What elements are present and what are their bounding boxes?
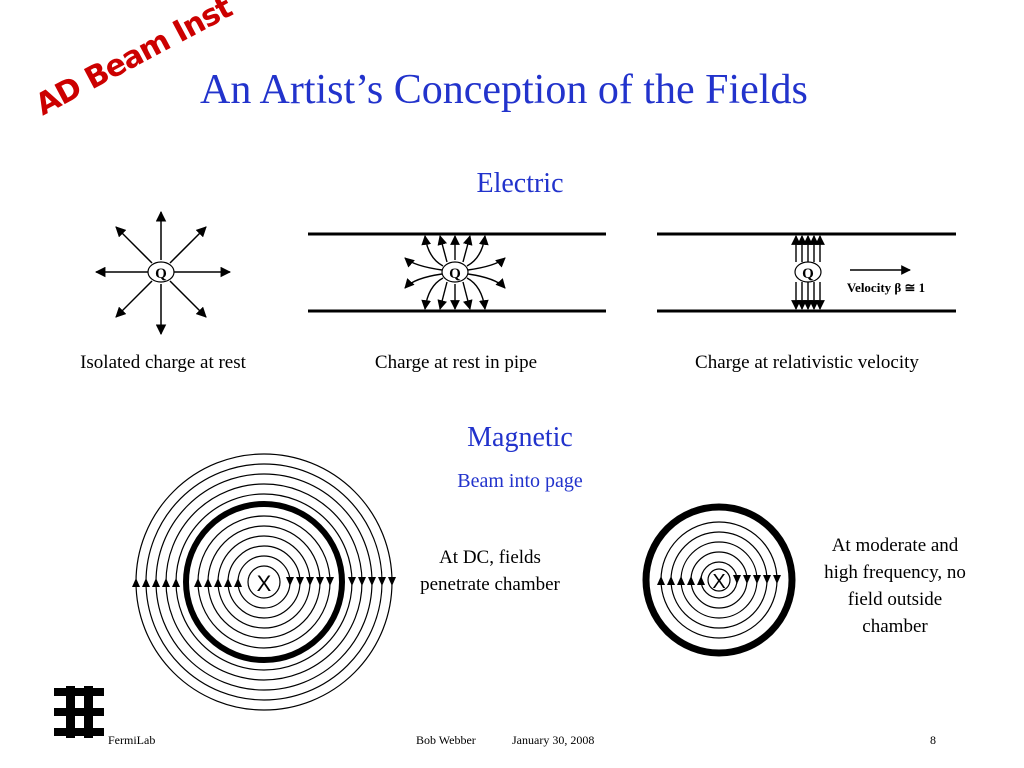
charge-q xyxy=(794,261,822,283)
footer-date: January 30, 2008 xyxy=(512,733,595,747)
charge-q xyxy=(441,261,469,283)
pipe-charge-diagram: Q xyxy=(308,232,606,313)
velocity-label: Velocity β ≅ 1 xyxy=(847,280,925,295)
charge-q-label: Q xyxy=(802,266,814,282)
field-direction-arrow xyxy=(306,577,314,586)
field-direction-arrow xyxy=(677,576,685,585)
magnetic-heading: Magnetic xyxy=(467,422,573,453)
field-direction-arrow xyxy=(214,578,222,587)
charge-q-label: Q xyxy=(155,266,167,282)
field-direction-arrow xyxy=(326,577,334,586)
field-direction-arrow xyxy=(152,578,160,587)
note-dc: At DC, fields penetrate chamber xyxy=(420,547,560,595)
field-direction-arrow xyxy=(224,578,232,587)
hf-magnetic-diagram: X xyxy=(642,503,796,657)
caption-isolated: Isolated charge at rest xyxy=(80,352,246,373)
pipe-walls xyxy=(657,232,956,313)
pipe-field-lines xyxy=(404,235,506,310)
electric-heading: Electric xyxy=(476,168,564,199)
field-direction-arrow xyxy=(162,578,170,587)
field-direction-arrow xyxy=(172,578,180,587)
field-direction-arrow xyxy=(234,578,242,587)
note-hf: At moderate and high frequency, no field… xyxy=(824,535,966,637)
compressed-field-lines xyxy=(791,235,911,310)
slide-title: An Artist’s Conception of the Fields xyxy=(200,67,808,113)
pipe-walls xyxy=(308,232,606,313)
field-direction-arrow xyxy=(687,576,695,585)
field-direction-arrow xyxy=(773,575,781,584)
footer-org: FermiLab xyxy=(108,733,156,747)
isolated-charge-diagram: Q xyxy=(94,210,232,336)
field-direction-arrow xyxy=(142,578,150,587)
field-direction-arrow xyxy=(753,575,761,584)
field-direction-arrow xyxy=(657,576,665,585)
field-direction-arrow xyxy=(743,575,751,584)
field-direction-arrow xyxy=(697,576,705,585)
footer-author: Bob Webber xyxy=(416,733,476,747)
caption-relativistic: Charge at relativistic velocity xyxy=(695,352,919,373)
field-direction-arrow xyxy=(286,577,294,586)
dc-field-arrows xyxy=(132,577,396,587)
field-direction-arrow xyxy=(378,577,386,586)
field-direction-arrow xyxy=(204,578,212,587)
field-direction-arrow xyxy=(667,576,675,585)
field-direction-arrow xyxy=(358,577,366,586)
footer-page-number: 8 xyxy=(930,733,936,747)
magnetic-subheading: Beam into page xyxy=(457,470,583,492)
charge-q-label: Q xyxy=(449,266,461,282)
field-direction-arrow xyxy=(296,577,304,586)
field-direction-arrow xyxy=(388,577,396,586)
caption-pipe: Charge at rest in pipe xyxy=(374,352,538,373)
field-direction-arrow xyxy=(348,577,356,586)
field-direction-arrow xyxy=(763,575,771,584)
radial-field-lines xyxy=(94,210,232,336)
relativistic-charge-diagram: Q Velocity β ≅ 1 xyxy=(657,232,956,313)
field-direction-arrow xyxy=(368,577,376,586)
charge-q xyxy=(147,261,175,283)
hf-field-arrows xyxy=(657,575,781,585)
field-direction-arrow xyxy=(316,577,324,586)
field-direction-arrow xyxy=(194,578,202,587)
fermilab-logo xyxy=(54,686,104,738)
beam-chamber-wall xyxy=(642,503,796,657)
beam-chamber-wall xyxy=(183,501,345,663)
dc-magnetic-diagram: X xyxy=(132,453,396,711)
beam-marker-x: X xyxy=(257,571,272,596)
field-direction-arrow xyxy=(132,578,140,587)
beam-marker-x: X xyxy=(712,571,725,593)
field-direction-arrow xyxy=(733,575,741,584)
